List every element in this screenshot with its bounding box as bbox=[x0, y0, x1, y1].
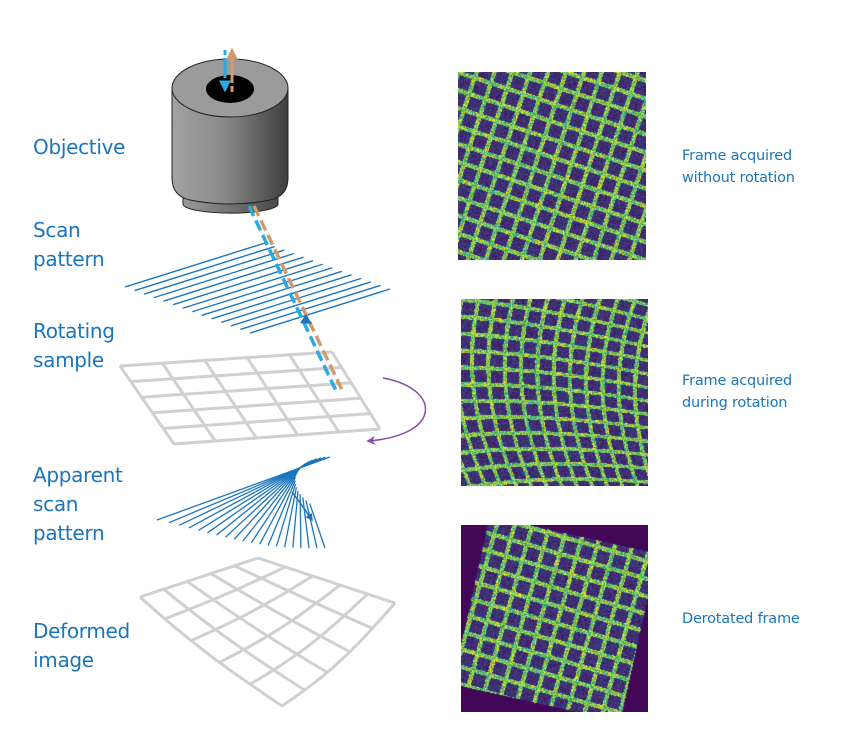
caption-derotated: Derotated frame bbox=[682, 611, 800, 627]
frame-during-rotation bbox=[461, 299, 648, 486]
sample-grid-column-line bbox=[161, 362, 217, 442]
rotating-sample-grid bbox=[118, 350, 382, 446]
apparent-scan-line bbox=[267, 480, 296, 546]
sample-grid-column-line bbox=[245, 356, 299, 436]
deformed-grid-row-line bbox=[164, 565, 287, 621]
sample-grid-column-line bbox=[330, 351, 382, 430]
deformed-grid-column-line bbox=[257, 556, 396, 605]
sample-grid-column-line bbox=[118, 365, 176, 445]
label-rotating-sample: Rotating sample bbox=[33, 319, 115, 372]
scan-line bbox=[124, 242, 266, 288]
apparent-scan-line bbox=[292, 490, 299, 548]
sample-grid-row-line bbox=[141, 381, 352, 399]
scan-line bbox=[220, 277, 362, 324]
scan-line bbox=[211, 274, 352, 320]
beam-top bbox=[219, 47, 238, 93]
deformed-grid-row-line bbox=[281, 602, 397, 708]
apparent-scan-line bbox=[250, 473, 297, 544]
deformed-grid-column-line bbox=[210, 572, 351, 654]
sample-grid-row-line bbox=[173, 427, 381, 446]
caption-without-rotation: Frame acquired without rotation bbox=[682, 148, 795, 186]
apparent-scan-line bbox=[283, 487, 298, 548]
caption-during-rotation: Frame acquired during rotation bbox=[682, 373, 793, 411]
deformed-grid-row-line bbox=[218, 583, 342, 664]
deformed-grid-column-line bbox=[139, 595, 283, 708]
rotation-arrow bbox=[366, 377, 427, 445]
apparent-scan-line bbox=[224, 465, 303, 538]
sample-grid-row-line bbox=[119, 350, 333, 368]
apparent-scan-line bbox=[302, 497, 310, 549]
scan-line bbox=[249, 288, 391, 334]
apparent-scan-line bbox=[233, 467, 301, 540]
deformed-grid-row-line bbox=[190, 574, 314, 642]
scan-line bbox=[230, 281, 371, 327]
apparent-scan-line bbox=[242, 470, 299, 542]
sample-grid-row-line bbox=[163, 412, 371, 430]
sample-grid-column-line bbox=[203, 359, 258, 439]
scan-direction-arrow bbox=[300, 314, 312, 324]
objective-aperture bbox=[206, 75, 254, 103]
apparent-scan-line bbox=[259, 476, 297, 545]
beam-below bbox=[247, 205, 345, 394]
apparent-scan-line bbox=[207, 461, 310, 534]
deformed-image-grid bbox=[139, 556, 397, 708]
apparent-scan-line bbox=[216, 463, 306, 536]
frame-derotated bbox=[461, 525, 648, 712]
deformed-grid-column-line bbox=[186, 580, 328, 674]
label-deformed-image: Deformed image bbox=[33, 619, 130, 672]
scan-line bbox=[201, 270, 343, 316]
label-apparent-scan-pattern: Apparent scan pattern bbox=[33, 463, 123, 545]
scan-line bbox=[144, 249, 285, 295]
objective-body bbox=[171, 87, 289, 205]
apparent-scan-line bbox=[309, 503, 326, 549]
objective-icon bbox=[171, 58, 289, 214]
deformed-grid-column-line bbox=[162, 588, 306, 692]
deformed-grid-row-line bbox=[139, 556, 259, 599]
label-scan-pattern: Scan pattern bbox=[33, 218, 105, 271]
sample-grid-column-line bbox=[288, 353, 341, 433]
apparent-scan-pattern bbox=[156, 456, 331, 549]
apparent-scan-line bbox=[275, 483, 297, 547]
frame-without-rotation bbox=[458, 72, 646, 260]
scan-line bbox=[182, 263, 323, 309]
excitation-beam bbox=[247, 205, 339, 394]
deformed-grid-row-line bbox=[249, 592, 369, 686]
scan-line bbox=[134, 245, 275, 292]
apparent-scan-arrow bbox=[291, 491, 313, 522]
scan-line bbox=[192, 267, 333, 313]
sample-grid-row-line bbox=[130, 365, 342, 384]
scan-line bbox=[172, 260, 314, 306]
deformed-grid-column-line bbox=[233, 564, 374, 630]
sample-grid-row-line bbox=[152, 396, 361, 415]
scan-line bbox=[153, 252, 295, 299]
emission-beam bbox=[252, 205, 345, 393]
apparent-scan-line bbox=[305, 500, 318, 549]
scan-pattern bbox=[124, 242, 391, 334]
label-objective: Objective bbox=[33, 135, 126, 159]
scan-line bbox=[240, 284, 381, 331]
